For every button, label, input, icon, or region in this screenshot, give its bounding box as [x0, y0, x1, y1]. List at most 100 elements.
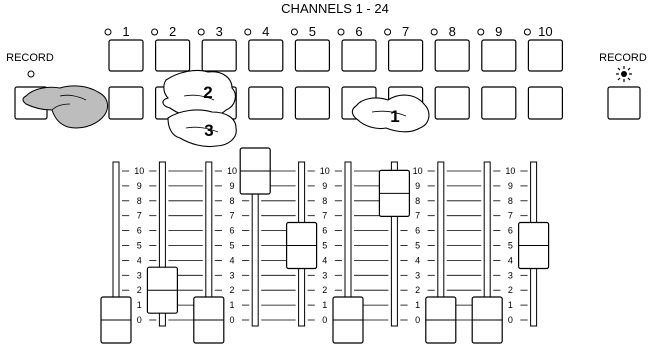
scale-label: 3 — [508, 270, 513, 280]
scale-label: 6 — [322, 226, 327, 236]
channel-number: 5 — [309, 24, 316, 39]
scale-label: 10 — [413, 166, 423, 176]
channel-top-button[interactable] — [527, 39, 564, 72]
channel-led — [104, 28, 112, 36]
scale-label: 7 — [229, 211, 234, 221]
scale-label: 0 — [229, 315, 234, 325]
header-title: CHANNELS 1 - 24 — [281, 1, 389, 16]
scale-label: 10 — [134, 166, 144, 176]
hand-outline-icon — [351, 94, 430, 133]
scale-label: 10 — [320, 166, 330, 176]
scale-label: 3 — [415, 270, 420, 280]
hand-outline-icon — [167, 109, 237, 148]
channel-top-button[interactable] — [341, 39, 377, 72]
channel-bottom-button[interactable] — [248, 86, 284, 120]
scale-label: 8 — [508, 196, 513, 206]
scale-label: 4 — [229, 255, 234, 265]
channel-bottom-button[interactable] — [481, 86, 517, 120]
scale-label: 5 — [322, 241, 327, 251]
scale-label: 9 — [508, 181, 513, 191]
scale-label: 7 — [415, 211, 420, 221]
channel-led — [151, 28, 159, 36]
channel-led — [337, 28, 345, 36]
channel-bottom-button[interactable] — [527, 86, 564, 120]
scale-label: 1 — [229, 300, 234, 310]
scale-label: 8 — [137, 196, 142, 206]
fader-bank: 1098765432101098765432101098765432101098… — [100, 147, 550, 344]
channel-bottom-button[interactable] — [434, 86, 470, 120]
channel-led — [523, 28, 531, 36]
channel-bottom-button[interactable] — [108, 86, 144, 120]
channel-led — [290, 28, 298, 36]
channel-number: 6 — [355, 24, 362, 39]
record-right-button[interactable] — [607, 86, 641, 120]
scale-label: 4 — [322, 255, 327, 265]
scale-label: 9 — [415, 181, 420, 191]
channel-bottom-button[interactable] — [294, 86, 330, 120]
channel-number: 1 — [122, 24, 129, 39]
scale-label: 5 — [137, 241, 142, 251]
scale-label: 4 — [415, 255, 420, 265]
record-left-label: RECORD — [6, 52, 54, 64]
scale-label: 3 — [229, 270, 234, 280]
scale-label: 9 — [229, 181, 234, 191]
scale-label: 6 — [415, 226, 420, 236]
channel-led — [384, 28, 392, 36]
channel-number: 9 — [495, 24, 502, 39]
channel-number: 7 — [402, 24, 409, 39]
channel-top-button[interactable] — [294, 39, 330, 72]
channel-number: 2 — [169, 24, 176, 39]
channel-top-button[interactable] — [155, 39, 191, 72]
scale-label: 9 — [322, 181, 327, 191]
pointing-hand-icon — [22, 85, 108, 129]
record-right-label: RECORD — [599, 52, 647, 64]
scale-label: 7 — [137, 211, 142, 221]
callout-number: 3 — [204, 121, 213, 140]
channel-top-button[interactable] — [108, 39, 144, 72]
channel-led — [430, 28, 438, 36]
scale-label: 5 — [508, 241, 513, 251]
scale-label: 7 — [322, 211, 327, 221]
channel-number: 8 — [449, 24, 456, 39]
channel-top-button[interactable] — [201, 39, 237, 72]
scale-label: 9 — [137, 181, 142, 191]
scale-label: 6 — [137, 226, 142, 236]
scale-label: 2 — [322, 285, 327, 295]
scale-label: 6 — [229, 226, 234, 236]
scale-label: 3 — [322, 270, 327, 280]
scale-label: 0 — [137, 315, 142, 325]
scale-label: 0 — [322, 315, 327, 325]
scale-label: 0 — [415, 315, 420, 325]
callout-number: 2 — [203, 83, 212, 102]
scale-label: 2 — [415, 285, 420, 295]
channel-number: 3 — [216, 24, 223, 39]
channel-top-button[interactable] — [248, 39, 284, 72]
scale-label: 2 — [508, 285, 513, 295]
scale-label: 8 — [229, 196, 234, 206]
channel-led — [244, 28, 252, 36]
scale-label: 8 — [322, 196, 327, 206]
channel-top-button[interactable] — [388, 39, 424, 72]
scale-label: 6 — [508, 226, 513, 236]
scale-label: 2 — [229, 285, 234, 295]
channel-top-button[interactable] — [481, 39, 517, 72]
fader-slot — [390, 161, 398, 327]
scale-label: 10 — [227, 166, 237, 176]
scale-label: 4 — [508, 255, 513, 265]
channel-led — [197, 28, 205, 36]
scale-label: 0 — [508, 315, 513, 325]
record-right-led-flashing-icon — [616, 66, 632, 82]
channel-number: 4 — [262, 24, 269, 39]
scale-label: 10 — [505, 166, 515, 176]
record-left-led — [27, 70, 35, 78]
scale-label: 2 — [137, 285, 142, 295]
scale-label: 1 — [322, 300, 327, 310]
callout-number: 1 — [390, 107, 399, 126]
channel-top-button[interactable] — [434, 39, 470, 72]
scale-label: 1 — [508, 300, 513, 310]
scale-label: 5 — [415, 241, 420, 251]
scale-label: 3 — [137, 270, 142, 280]
scale-label: 5 — [229, 241, 234, 251]
